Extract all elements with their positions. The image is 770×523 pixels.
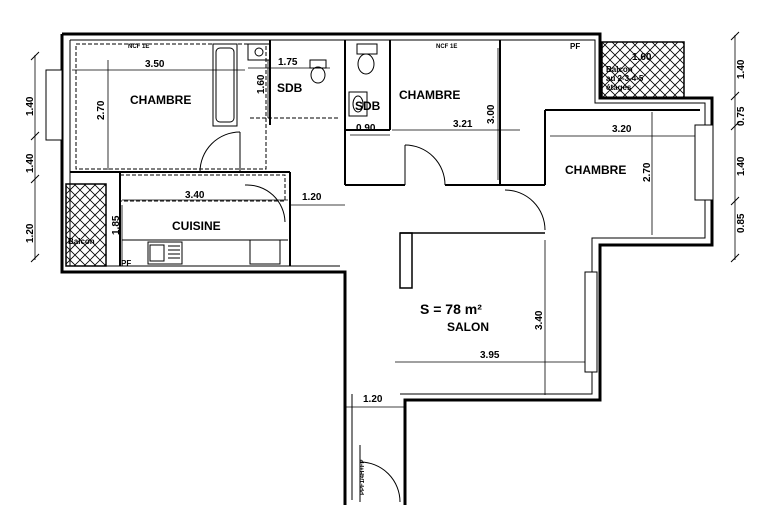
dimension-ticks: [30, 31, 740, 263]
doors: [199, 131, 546, 503]
dim-chambre3-height: 2.70: [642, 162, 653, 182]
dim-chambre1-height: 2.70: [96, 100, 107, 120]
dim-chambre2-height: 3.00: [486, 104, 497, 124]
interior-walls: [70, 40, 700, 266]
dim-sdb1-width: 1.75: [278, 57, 298, 68]
label-balcon-right-1: Balcon: [606, 65, 633, 74]
dim-left-3: 1.20: [25, 223, 36, 243]
bathtub: [212, 43, 238, 127]
label-pf-1: PF: [570, 42, 580, 51]
windows: [45, 69, 714, 373]
room-chambre-3: CHAMBRE: [565, 163, 626, 177]
kitchen-sink: [147, 241, 183, 265]
dim-cuisine-height: 1.85: [111, 215, 122, 235]
room-sdb-2: SDB: [355, 99, 381, 113]
dimension-lines: [34, 35, 736, 408]
room-sdb-1: SDB: [277, 81, 303, 95]
dim-left-1: 1.40: [25, 96, 36, 116]
room-cuisine: CUISINE: [172, 219, 221, 233]
label-entry-door: PPF1/4H+FP: [360, 459, 366, 495]
label-balcon-right-2: au 2-3-4-5: [606, 74, 644, 83]
dim-sdb2-width: 0.90: [356, 123, 376, 134]
label-pf-2: PF: [121, 259, 131, 268]
dim-right-3: 1.40: [736, 156, 747, 176]
dim-balcon-right-width: 1.60: [632, 52, 652, 63]
balcon-left: [65, 183, 107, 267]
label-ncf-2: NCF 1E: [436, 44, 457, 50]
dim-chambre2-width: 3.21: [453, 119, 473, 130]
label-balcon-right-3: étages: [606, 83, 632, 92]
sink-2: [348, 91, 368, 117]
room-salon: SALON: [447, 320, 489, 334]
sink-1: [247, 43, 271, 61]
dim-right-2: 0.75: [736, 106, 747, 126]
dim-salon-height: 3.40: [534, 310, 545, 330]
salon-counter: [399, 232, 413, 289]
toilet-1: [309, 59, 327, 84]
dim-sdb1-height: 1.60: [256, 74, 267, 94]
room-chambre-2: CHAMBRE: [399, 88, 460, 102]
dim-left-2: 1.40: [25, 153, 36, 173]
dim-chambre3-width: 3.20: [612, 124, 632, 135]
balcon-right: [601, 41, 685, 99]
dim-chambre1-width: 3.50: [145, 59, 165, 70]
dim-cuisine-width: 3.40: [185, 190, 205, 201]
room-chambre-1: CHAMBRE: [130, 93, 191, 107]
dim-right-1: 1.40: [736, 59, 747, 79]
dim-right-4: 0.85: [736, 213, 747, 233]
dim-corridor-width: 1.20: [302, 192, 322, 203]
label-ncf-1: NCF 1E: [128, 44, 149, 50]
outer-walls: [60, 32, 714, 505]
dim-entry-width: 1.20: [363, 394, 383, 405]
toilet-2: [356, 43, 378, 75]
kitchen-counter: [122, 239, 288, 265]
label-balcon-left: Balcon: [68, 237, 95, 246]
dashed-outlines: [75, 43, 340, 202]
dim-salon-width: 3.95: [480, 350, 500, 361]
room-salon-area: S = 78 m²: [420, 301, 482, 317]
